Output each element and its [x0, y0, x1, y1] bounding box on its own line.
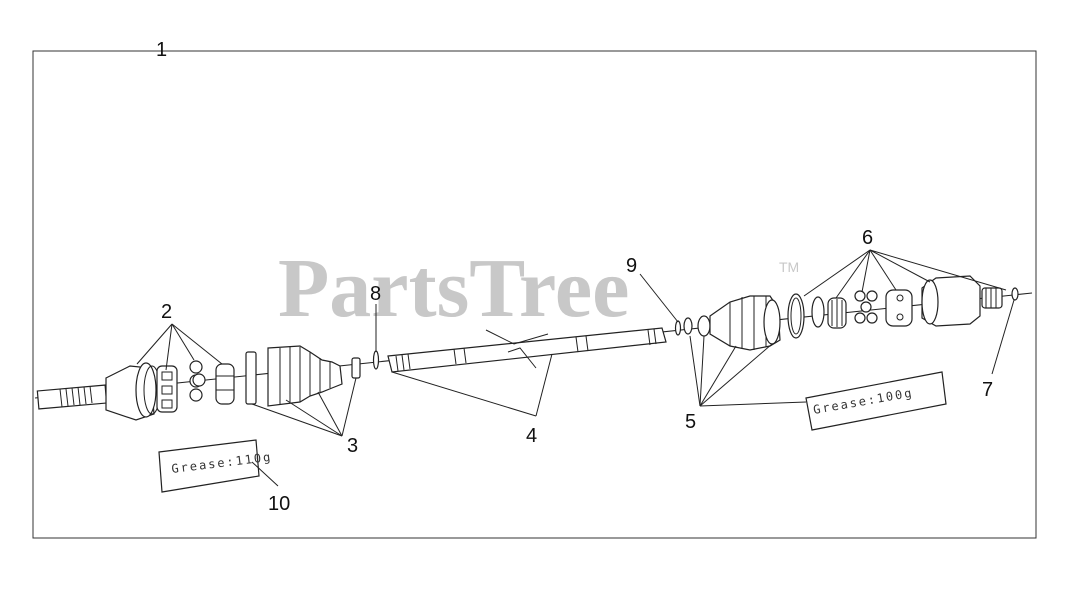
callout-7: 7	[982, 379, 993, 401]
callout-1: 1	[156, 39, 167, 61]
outer-cv-housing	[105, 362, 161, 421]
callout-9: 9	[626, 255, 637, 277]
main-axle-shaft	[387, 327, 667, 373]
circlip-8	[372, 350, 380, 370]
outer-boot-kit	[245, 345, 361, 407]
callout-4: 4	[526, 425, 537, 447]
grease-box-left: Grease:110g	[158, 439, 273, 493]
inner-boot-kit	[683, 293, 805, 351]
diagram-frame	[32, 50, 1037, 539]
leader-lines	[136, 249, 1015, 487]
callout-8: 8	[370, 283, 381, 305]
watermark-text: PartsTree	[278, 242, 629, 335]
snap-ring-7	[1011, 287, 1019, 301]
inner-cv-internals	[811, 289, 913, 329]
grease-box-right: Grease:100g	[805, 371, 947, 431]
callout-6: 6	[862, 227, 873, 249]
watermark-tm: TM	[779, 259, 799, 275]
callout-10: 10	[268, 493, 290, 515]
outer-cv-stub-shaft	[36, 384, 108, 410]
callout-3: 3	[347, 435, 358, 457]
callout-5: 5	[685, 411, 696, 433]
callout-2: 2	[161, 301, 172, 323]
circlip-9	[674, 320, 682, 336]
inner-cv-housing	[921, 275, 1003, 327]
outer-cv-internals	[156, 360, 235, 413]
